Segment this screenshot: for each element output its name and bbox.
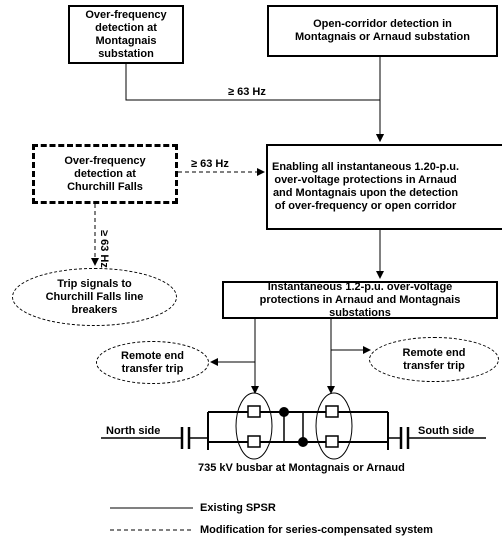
over-frequency-churchill-box: Over-frequency detection at Churchill Fa… (32, 144, 178, 204)
breaker-group-left (235, 392, 273, 460)
frequency-label-top: ≥ 63 Hz (228, 86, 266, 98)
remote-transfer-trip-right-oval: Remote end transfer trip (369, 337, 499, 382)
node-dot (279, 407, 289, 417)
frequency-label-middle: ≥ 63 Hz (191, 158, 229, 170)
frequency-label-vertical: ≥ 63 Hz (98, 230, 110, 268)
legend-modification-label: Modification for series-compensated syst… (200, 524, 433, 536)
breaker-icon (325, 435, 339, 448)
connector-montagnais-to-enabling (125, 64, 384, 142)
node-dot (298, 437, 308, 447)
busbar-caption: 735 kV busbar at Montagnais or Arnaud (198, 462, 405, 474)
enabling-protections-box: Enabling all instantaneous 1.20-p.u. ove… (266, 144, 502, 230)
breaker-icon (325, 405, 339, 418)
breaker-group-right (315, 392, 353, 460)
trip-signals-oval: Trip signals to Churchill Falls line bre… (12, 268, 177, 326)
instantaneous-protections-box: Instantaneous 1.2-p.u. over-voltage prot… (222, 281, 498, 319)
breaker-icon (247, 435, 261, 448)
remote-transfer-trip-left-oval: Remote end transfer trip (96, 341, 209, 384)
north-side-label: North side (106, 425, 161, 437)
breaker-icon (247, 405, 261, 418)
legend-existing-label: Existing SPSR (200, 502, 276, 514)
busbar-schematic (101, 392, 486, 460)
south-side-label: South side (418, 425, 475, 437)
over-frequency-montagnais-box: Over-frequency detection at Montagnais s… (68, 5, 184, 64)
open-corridor-box: Open-corridor detection in Montagnais or… (267, 5, 498, 57)
